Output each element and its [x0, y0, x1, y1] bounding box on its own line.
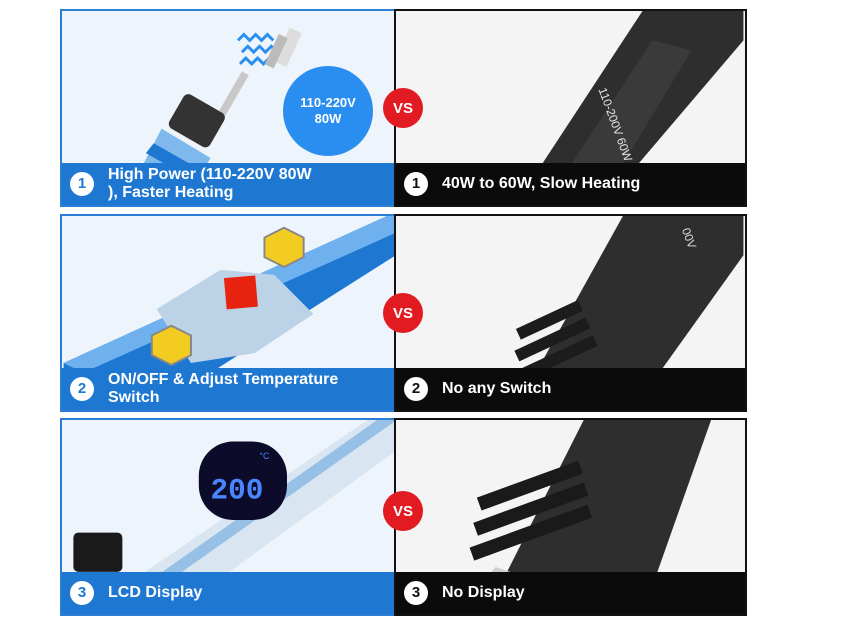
feature-number: 2: [70, 377, 94, 401]
power-rating-badge: 110-220V 80W: [283, 66, 373, 156]
feature-caption: 1 40W to 60W, Slow Heating: [396, 163, 745, 205]
feature-text: ON/OFF & Adjust Temperature Switch: [108, 371, 339, 406]
feature-caption: 2 No any Switch: [396, 368, 745, 410]
power-wattage: 80W: [314, 111, 342, 126]
lcd-reading: 200: [211, 474, 264, 507]
power-voltage: 110-220V: [300, 95, 356, 110]
feature-number: 2: [404, 377, 428, 401]
panel-switch: 2 ON/OFF & Adjust Temperature Switch: [60, 214, 415, 412]
feature-caption: 2 ON/OFF & Adjust Temperature Switch: [62, 368, 413, 410]
feature-number: 3: [404, 581, 428, 605]
feature-text: No Display: [442, 584, 525, 601]
vs-badge: VS: [383, 88, 423, 128]
feature-text: No any Switch: [442, 380, 552, 397]
panel-lcd: 200 °C 3 LCD Display: [60, 418, 415, 616]
panel-high-power: 110-220V 80W 1 High Power (110-220V 80W …: [60, 9, 415, 207]
feature-number: 3: [70, 581, 94, 605]
panel-slow-heating: 110-200V 60W 1 40W to 60W, Slow Heating: [394, 9, 747, 207]
feature-caption: 3 No Display: [396, 572, 745, 614]
feature-text: LCD Display: [108, 584, 203, 601]
panel-no-switch: 00V 2 No any Switch: [394, 214, 747, 412]
panel-no-display: 3 No Display: [394, 418, 747, 616]
feature-number: 1: [70, 172, 94, 196]
lcd-unit: °C: [260, 451, 271, 461]
feature-caption: 1 High Power (110-220V 80W ), Faster Hea…: [62, 163, 413, 205]
vs-badge: VS: [383, 293, 423, 333]
feature-text: High Power (110-220V 80W ), Faster Heati…: [108, 166, 312, 201]
feature-caption: 3 LCD Display: [62, 572, 413, 614]
feature-number: 1: [404, 172, 428, 196]
vs-badge: VS: [383, 491, 423, 531]
feature-text: 40W to 60W, Slow Heating: [442, 175, 641, 192]
